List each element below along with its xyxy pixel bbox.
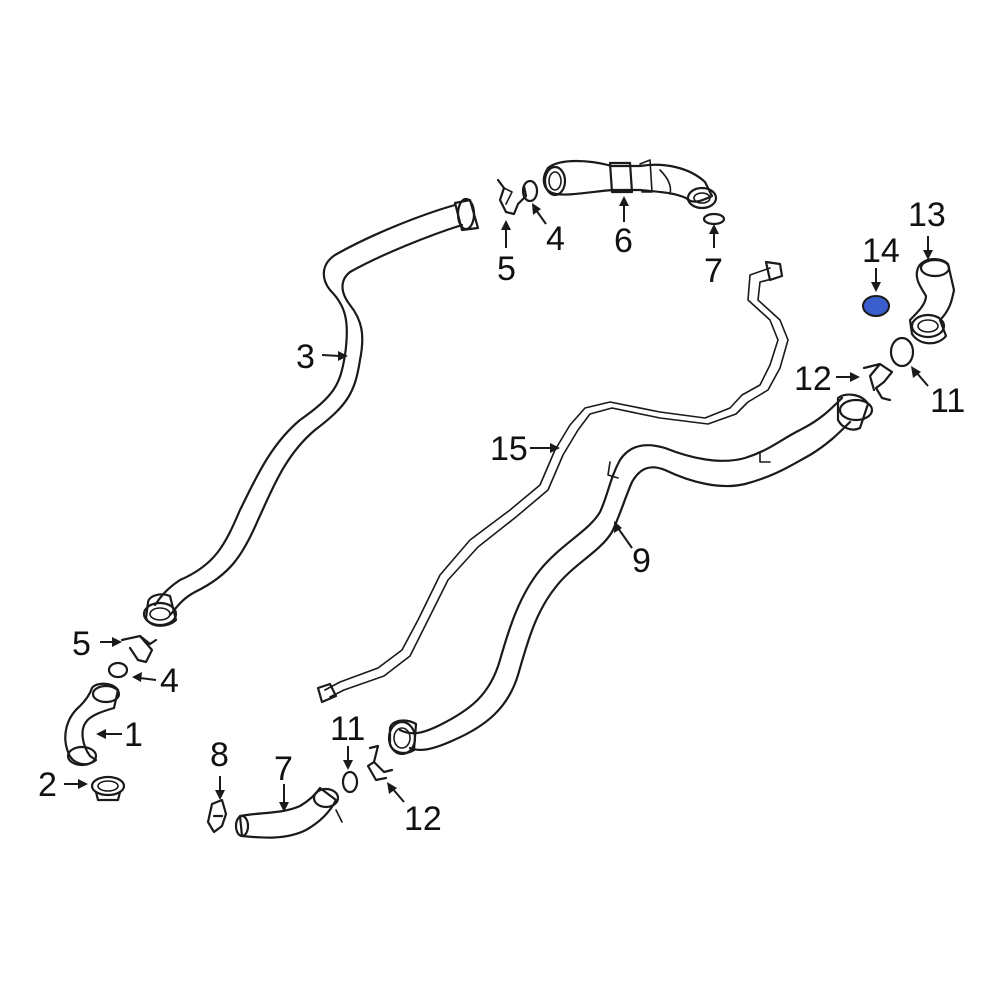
part-14-plug xyxy=(862,295,890,317)
callout-11-right: 11 xyxy=(930,382,965,420)
callout-6: 6 xyxy=(614,222,633,260)
part-6-hose xyxy=(542,159,718,210)
part-2-clamp xyxy=(90,775,126,802)
part-10-hose xyxy=(387,393,874,756)
part-8-hose xyxy=(234,786,343,839)
callout-arrows xyxy=(64,196,933,812)
part-1-elbow xyxy=(64,682,121,767)
part-15-pipe xyxy=(316,260,789,704)
part-12-clip-right xyxy=(862,362,894,402)
part-5-clip-upper xyxy=(496,178,528,216)
part-5-clip-lower xyxy=(120,634,158,664)
part-3-hose xyxy=(142,197,480,627)
callout-8: 7 xyxy=(274,750,293,788)
callout-5-upper: 5 xyxy=(497,250,516,288)
part-7-oring xyxy=(702,212,726,226)
callout-7: 7 xyxy=(704,252,723,290)
callout-13: 13 xyxy=(908,196,946,234)
part-11-oring-right xyxy=(889,336,915,368)
callout-12-lower: 12 xyxy=(404,800,442,838)
part-12-clip-lower xyxy=(366,744,394,782)
part-9-clip xyxy=(206,798,228,834)
callout-4-upper: 4 xyxy=(546,220,565,258)
callout-10: 9 xyxy=(632,542,651,580)
callout-12-right: 12 xyxy=(794,360,832,398)
part-4-oring-upper xyxy=(521,179,539,203)
callout-1: 1 xyxy=(124,716,143,754)
callout-11-lower: 11 xyxy=(330,710,365,748)
callout-15: 15 xyxy=(490,430,528,468)
callout-2: 2 xyxy=(38,766,57,804)
callout-9: 8 xyxy=(210,736,229,774)
part-4-oring-lower xyxy=(107,661,129,679)
callout-5-lower: 5 xyxy=(72,625,91,663)
callout-labels: 3 5 4 6 7 13 14 12 11 15 9 5 4 1 2 8 7 1… xyxy=(38,196,965,838)
callout-14: 14 xyxy=(862,232,900,270)
callout-3: 3 xyxy=(296,338,315,376)
callout-4-lower: 4 xyxy=(160,662,179,700)
part-13-elbow xyxy=(908,258,956,345)
part-11-oring-lower xyxy=(341,770,359,794)
